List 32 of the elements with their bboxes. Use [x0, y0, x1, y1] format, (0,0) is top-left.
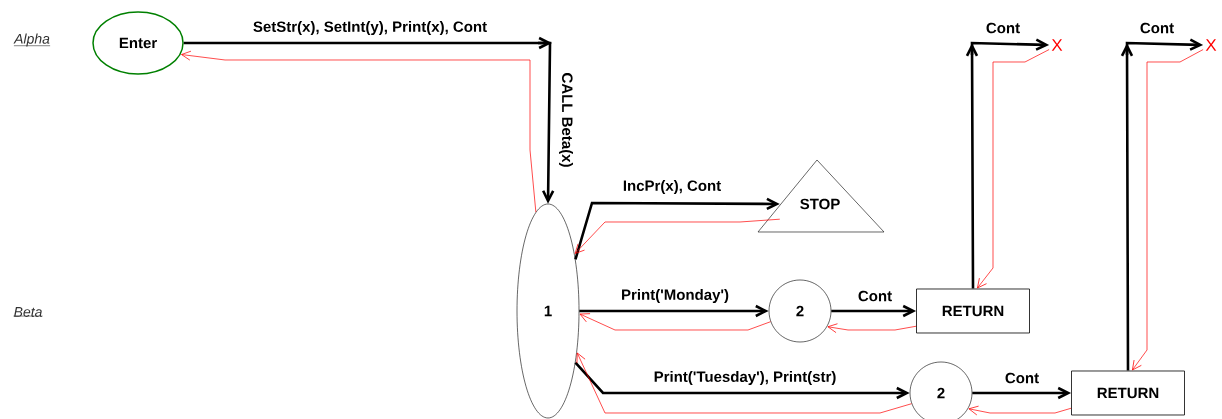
edge-label: Print('Tuesday'), Print(str): [652, 370, 838, 386]
edge-label: Cont: [1138, 21, 1176, 35]
arrow: [181, 50, 537, 213]
edge-label: Cont: [1003, 371, 1041, 385]
arrow: [574, 197, 780, 260]
arrow: [965, 38, 1050, 289]
arrow: [1120, 38, 1204, 371]
arrow: [977, 49, 1050, 289]
arrow: [827, 323, 917, 333]
end-mark: X: [1051, 39, 1063, 51]
return-box: RETURN: [1071, 370, 1185, 416]
arrow: [831, 304, 917, 318]
arrow: [574, 218, 781, 254]
lane-label: Alpha: [13, 33, 51, 47]
arrow: [972, 386, 1072, 400]
arrow: [183, 36, 555, 204]
arrow: [574, 361, 910, 400]
edge-label: IncPr(x), Cont: [621, 179, 723, 195]
arrow: [579, 304, 769, 318]
edge-label: Print('Monday'): [620, 288, 730, 304]
arrow: [576, 352, 912, 414]
stop-triangle: STOP: [757, 159, 885, 233]
edge-label: Cont: [856, 289, 894, 303]
edge-label: SetStr(x), SetInt(y), Print(x), Cont: [251, 20, 489, 36]
arrow: [579, 313, 771, 331]
arrow: [1132, 49, 1204, 371]
end-mark: X: [1205, 39, 1217, 51]
edge-label: Cont: [984, 21, 1022, 35]
return-box: RETURN: [916, 288, 1030, 334]
call-label: CALL Beta(x): [558, 71, 574, 169]
lane-label: Beta: [13, 307, 43, 317]
arrow: [968, 405, 1072, 416]
